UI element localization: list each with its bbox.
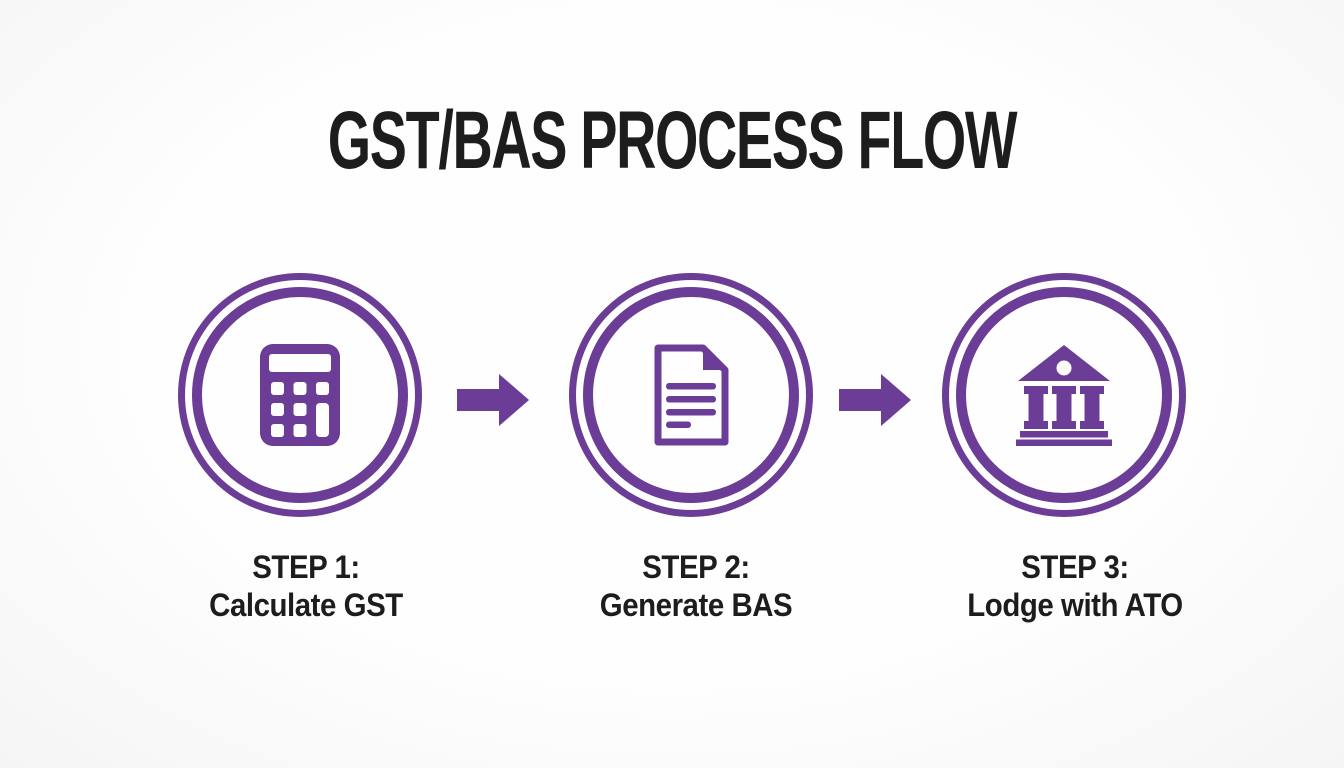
arrow-right-icon — [457, 374, 529, 426]
bank-icon — [1016, 345, 1112, 446]
step-label: STEP 2: Generate BAS — [530, 548, 861, 624]
page-title: GST/BAS PROCESS FLOW — [327, 95, 1018, 186]
step-circle-inner-ring — [956, 287, 1172, 503]
step-action: Lodge with ATO — [967, 587, 1183, 623]
step-circle-inner-ring — [192, 287, 408, 503]
document-icon — [654, 344, 729, 446]
step-action: Generate BAS — [599, 587, 793, 623]
step-number: STEP 1: — [252, 549, 360, 585]
arrow-right-icon — [839, 374, 911, 426]
step-label: STEP 3: Lodge with ATO — [909, 548, 1240, 624]
step-label: STEP 1: Calculate GST — [140, 548, 471, 624]
step-circle — [569, 273, 813, 517]
step-circle — [942, 273, 1186, 517]
step-circle — [178, 273, 422, 517]
step-number: STEP 2: — [642, 549, 750, 585]
calculator-icon — [260, 344, 340, 446]
step-number: STEP 3: — [1021, 549, 1129, 585]
step-action: Calculate GST — [209, 587, 403, 623]
step-circle-inner-ring — [583, 287, 799, 503]
